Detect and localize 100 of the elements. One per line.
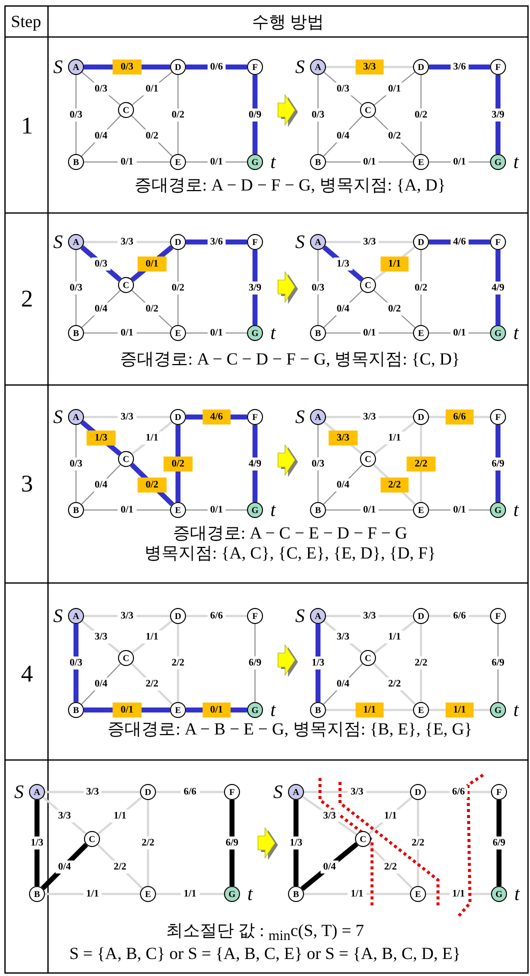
graph-node: C — [118, 451, 134, 467]
graph-edge — [186, 332, 248, 334]
graph-edge — [326, 240, 413, 244]
graph-node: C — [84, 831, 100, 847]
edge-label: 0/2 — [385, 130, 404, 142]
edge-label: 0/4 — [334, 478, 352, 491]
bottleneck-label: 0/2 — [138, 477, 166, 492]
edge-label: 0/2 — [385, 302, 404, 316]
graph-edge — [304, 790, 410, 794]
graph-node: G — [490, 502, 506, 518]
graph-edge — [372, 662, 416, 706]
edge-label: 1/1 — [142, 432, 162, 444]
edge-label: 0/4 — [92, 130, 110, 142]
graph-edge — [316, 624, 320, 702]
graph-node: C — [360, 650, 376, 666]
sink-label: t — [514, 884, 520, 906]
graph-node: G — [491, 886, 507, 902]
edge-label: 3/3 — [92, 630, 110, 644]
step-number: 4 — [21, 662, 33, 688]
graph-node: D — [413, 409, 429, 425]
graph-node: B — [68, 325, 84, 341]
table-header: Step — [10, 12, 42, 32]
graph-node: E — [170, 702, 186, 718]
edge-label: 0/3 — [92, 257, 110, 270]
bottleneck-label: 3/3 — [355, 60, 384, 74]
caption-text: 증대경로: A − D − F − G, 병목지점: {A, D} — [134, 174, 446, 196]
graph-node: B — [288, 886, 304, 902]
edge-label: 3/3 — [55, 809, 74, 822]
caption-text: 증대경로: A − C − E − D − F − G — [172, 522, 408, 544]
graph-edge — [416, 800, 420, 886]
graph-edge — [420, 624, 422, 702]
graph-node: C — [118, 277, 134, 293]
edge-label: 1/1 — [385, 630, 404, 644]
bottleneck-label: 1/1 — [445, 702, 474, 718]
graph-edge — [34, 800, 40, 886]
caption-text: 최소절단 값 : $_{min}$c(S, T) = 7 — [166, 920, 364, 946]
graph-node: A — [288, 784, 304, 800]
source-label: S — [53, 606, 63, 628]
edge-label: 0/4 — [92, 302, 110, 316]
step-number: 1 — [21, 114, 33, 140]
bottleneck-label: 0/1 — [202, 702, 231, 718]
graph-node: G — [490, 325, 506, 341]
bottleneck-label: 6/6 — [445, 410, 474, 424]
graph-edge — [304, 892, 410, 896]
graph-node: B — [310, 325, 326, 341]
graph-node: F — [247, 409, 263, 425]
edge-label: 1/3 — [334, 257, 352, 270]
graph-node: B — [68, 502, 84, 518]
graph-edge — [368, 844, 414, 890]
graph-edge — [496, 75, 500, 154]
edge-label: 2/2 — [381, 860, 400, 873]
graph-node: C — [360, 102, 376, 118]
source-label: S — [295, 57, 305, 79]
graph-node: C — [118, 102, 134, 118]
bottleneck-label: 0/3 — [112, 60, 142, 74]
graph-node: B — [310, 154, 326, 170]
graph-node: E — [413, 502, 429, 518]
edge-label: 0/4 — [334, 130, 352, 142]
edge-label: 0/2 — [142, 130, 162, 142]
graph-edge — [130, 662, 174, 706]
graph-node: A — [68, 234, 84, 250]
edge-label: 0/3 — [92, 82, 110, 95]
graph-node: C — [360, 277, 376, 293]
graph-edge — [74, 624, 78, 702]
graph-edge — [368, 796, 413, 835]
graph-node: F — [490, 608, 506, 624]
graph-node: G — [247, 325, 263, 341]
bottleneck-label: 2/2 — [380, 477, 409, 492]
graph-node: D — [410, 784, 426, 800]
graph-node: A — [29, 784, 45, 800]
graph-node: F — [247, 59, 263, 75]
edge-label: 1/1 — [142, 630, 162, 644]
graph-edge — [323, 115, 363, 157]
bottleneck-label: 0/1 — [112, 702, 142, 718]
graph-edge — [230, 800, 234, 886]
source-label: S — [14, 782, 24, 804]
graph-edge — [40, 842, 88, 890]
source-label: S — [295, 232, 305, 254]
step-number: 3 — [21, 472, 33, 498]
graph-node: C — [118, 650, 134, 666]
source-label: S — [53, 407, 63, 429]
source-label: S — [295, 407, 305, 429]
graph-edge — [428, 332, 490, 334]
graph-edge — [294, 800, 298, 886]
caption-text: 증대경로: A − C − D − F − G, 병목지점: {C, D} — [120, 348, 460, 370]
graph-edge — [84, 416, 170, 418]
edge-label: 0/4 — [55, 860, 74, 873]
graph-node: F — [224, 784, 240, 800]
graph-node: A — [310, 608, 326, 624]
graph-edge — [496, 250, 500, 325]
graph-edge — [186, 240, 247, 244]
graph-node: E — [413, 702, 429, 718]
graph-node: A — [310, 409, 326, 425]
edge-label: 0/4 — [334, 302, 352, 316]
edge-label: 0/4 — [92, 678, 110, 690]
edge-label: 0/1 — [385, 82, 404, 95]
graph-node: D — [413, 59, 429, 75]
graph-node: C — [360, 451, 376, 467]
graph-edge — [326, 614, 413, 618]
graph-node: D — [170, 608, 186, 624]
